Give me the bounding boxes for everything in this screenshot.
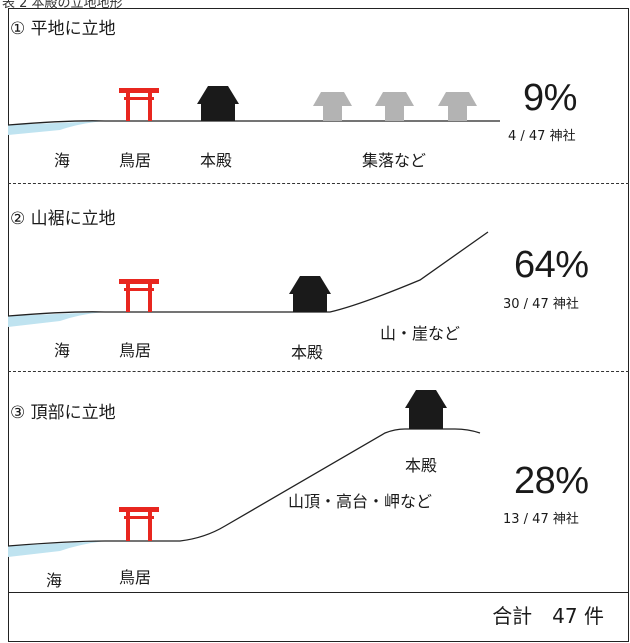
shrine-count: 30 / 47 神社 — [503, 297, 579, 312]
honden-label: 本殿 — [405, 456, 438, 475]
sea-label: 海 — [54, 151, 71, 170]
torii-label: 鳥居 — [119, 341, 152, 360]
section-divider — [8, 183, 629, 184]
honden-icon — [197, 86, 239, 121]
shrine-count: 4 / 47 神社 — [508, 129, 576, 144]
torii-label: 鳥居 — [119, 568, 152, 587]
house-icon — [438, 92, 477, 121]
mountain-label: 山・崖など — [380, 324, 461, 343]
section-title: ① 平地に立地 — [10, 19, 116, 39]
total-divider — [8, 592, 629, 593]
sea-area — [8, 541, 105, 557]
honden-icon — [289, 276, 331, 312]
sea-area — [8, 312, 105, 327]
section-title: ② 山裾に立地 — [10, 209, 116, 229]
torii-icon — [119, 279, 159, 312]
torii-icon — [119, 88, 159, 121]
summit-label: 山頂・高台・岬など — [288, 492, 433, 511]
section-title: ③ 頂部に立地 — [10, 403, 116, 423]
sea-label: 海 — [46, 571, 63, 590]
honden-label: 本殿 — [200, 151, 233, 170]
honden-label: 本殿 — [291, 343, 324, 362]
percentage: 28% — [514, 460, 589, 502]
house-icon — [313, 92, 352, 121]
sea-area — [8, 121, 105, 135]
section-divider — [8, 371, 629, 372]
ground-line — [7, 120, 500, 126]
shrine-count: 13 / 47 神社 — [503, 512, 579, 527]
figure-title: 表 2 本殿の立地地形 — [2, 0, 123, 11]
percentage: 9% — [523, 77, 577, 119]
torii-icon — [119, 507, 159, 541]
honden-icon — [405, 390, 447, 429]
ground-line — [7, 231, 489, 317]
percentage: 64% — [514, 244, 589, 286]
house-icon — [375, 92, 414, 121]
village-label: 集落など — [362, 151, 427, 170]
total-count: 合計 47 件 — [492, 604, 604, 628]
sea-label: 海 — [54, 341, 71, 360]
torii-label: 鳥居 — [119, 151, 152, 170]
ground-line — [7, 428, 481, 547]
